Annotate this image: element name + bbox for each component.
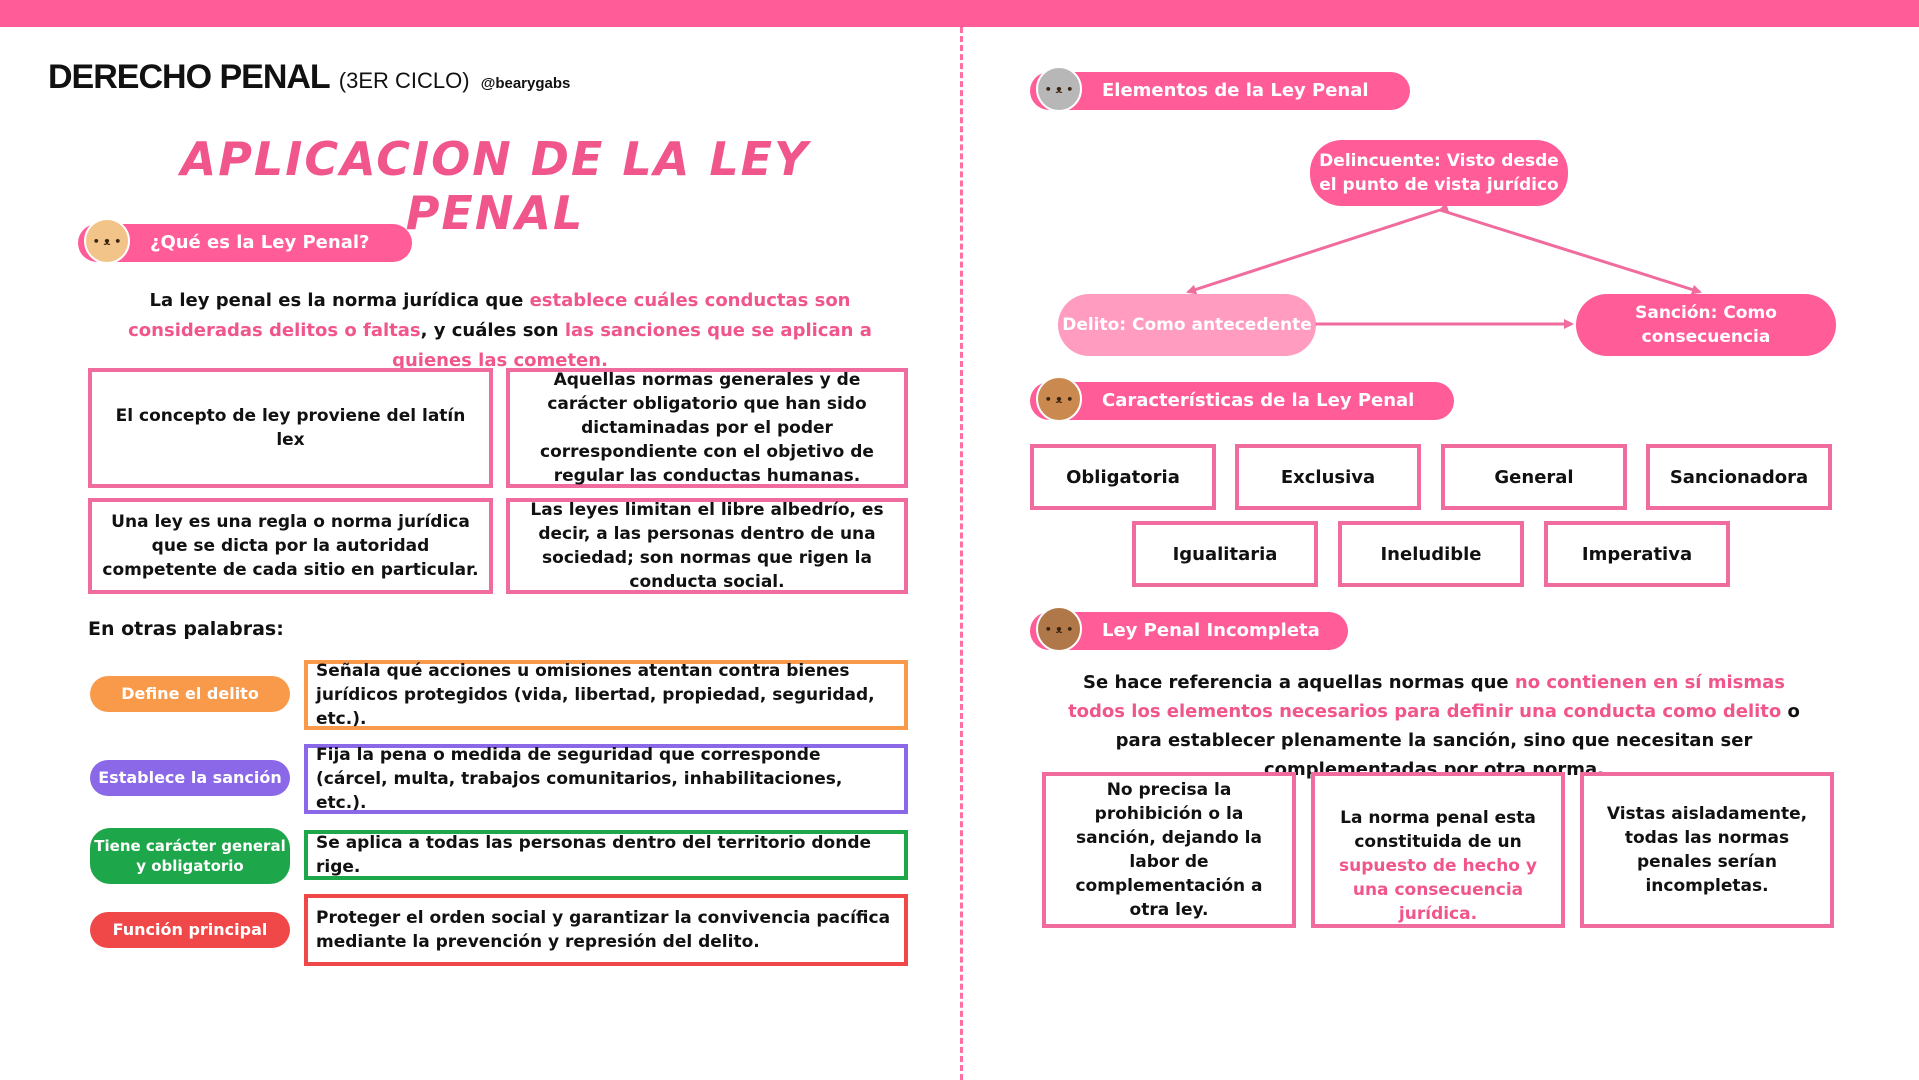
- arrow-top-left: [1186, 202, 1450, 295]
- section-elements: • ᴥ • Elementos de la Ley Penal: [1030, 66, 1410, 112]
- char-obligatoria: Obligatoria: [1030, 444, 1216, 510]
- incomplete-highlight: no contienen en sí mismas todos los elem…: [1068, 672, 1785, 722]
- top-accent-bar: [0, 0, 1919, 27]
- tag-sancion: Establece la sanción: [90, 760, 290, 796]
- section-incomplete: • ᴥ • Ley Penal Incompleta: [1030, 606, 1348, 652]
- bear-mascot-icon: • ᴥ •: [1036, 606, 1082, 652]
- incomplete-text: Se hace referencia a aquellas normas que: [1083, 672, 1515, 693]
- course-cycle: (3ER CICLO): [338, 68, 470, 93]
- node-delincuente: Delincuente: Visto desde el punto de vis…: [1310, 140, 1568, 206]
- incomplete-box-text: La norma penal esta constituida de un: [1340, 808, 1536, 852]
- tag-funcion: Función principal: [90, 912, 290, 948]
- incomplete-box: La norma penal esta constituida de un su…: [1311, 772, 1565, 928]
- incomplete-box-highlight: supuesto de hecho y una consecuencia jur…: [1339, 856, 1537, 924]
- char-exclusiva: Exclusiva: [1235, 444, 1421, 510]
- incomplete-box: No precisa la prohibición o la sanción, …: [1042, 772, 1296, 928]
- intro-highlight: las sanciones que se aplican a quienes l…: [392, 320, 872, 371]
- course-title: DERECHO PENAL: [48, 58, 331, 96]
- section-title: Elementos de la Ley Penal: [1102, 80, 1369, 101]
- incomplete-box: Vistas aisladamente, todas las normas pe…: [1580, 772, 1834, 928]
- section-title: ¿Qué es la Ley Penal?: [150, 232, 370, 253]
- intro-text: La ley penal es la norma jurídica que: [149, 290, 530, 311]
- char-ineludible: Ineludible: [1338, 521, 1524, 587]
- section-title: Características de la Ley Penal: [1102, 390, 1415, 411]
- concept-box: El concepto de ley proviene del latín le…: [88, 368, 493, 488]
- section-title: Ley Penal Incompleta: [1102, 620, 1320, 641]
- incomplete-paragraph: Se hace referencia a aquellas normas que…: [1056, 668, 1812, 784]
- otras-label: En otras palabras:: [88, 618, 284, 640]
- desc-general: Se aplica a todas las personas dentro de…: [304, 830, 908, 880]
- tag-general: Tiene carácter general y obligatorio: [90, 828, 290, 884]
- cat-mascot-icon: • ᴥ •: [1036, 66, 1082, 112]
- author-handle: @bearygabs: [480, 75, 571, 92]
- page-divider: [960, 27, 963, 1080]
- header: DERECHO PENAL (3ER CICLO) @bearygabs: [48, 58, 570, 97]
- bear-mascot-icon: • ᴥ •: [1036, 376, 1082, 422]
- char-general: General: [1441, 444, 1627, 510]
- tag-define: Define el delito: [90, 676, 290, 712]
- concept-box: Las leyes limitan el libre albedrío, es …: [506, 498, 908, 594]
- concept-box: Aquellas normas generales y de carácter …: [506, 368, 908, 488]
- desc-sancion: Fija la pena o medida de seguridad que c…: [304, 744, 908, 814]
- desc-define: Señala qué acciones u omisiones atentan …: [304, 660, 908, 730]
- intro-paragraph: La ley penal es la norma jurídica que es…: [110, 286, 890, 376]
- char-imperativa: Imperativa: [1544, 521, 1730, 587]
- cat-mascot-icon: • ᴥ •: [84, 218, 130, 264]
- concept-box: Una ley es una regla o norma jurídica qu…: [88, 498, 493, 594]
- desc-funcion: Proteger el orden social y garantizar la…: [304, 894, 908, 966]
- intro-highlight: establece cuáles conductas son considera…: [128, 290, 851, 341]
- section-what-is: • ᴥ • ¿Qué es la Ley Penal?: [78, 218, 412, 264]
- char-sancionadora: Sancionadora: [1646, 444, 1832, 510]
- section-characteristics: • ᴥ • Características de la Ley Penal: [1030, 376, 1454, 422]
- intro-text: , y cuáles son: [420, 320, 565, 341]
- node-sancion: Sanción: Como consecuencia: [1576, 294, 1836, 356]
- node-delito: Delito: Como antecedente: [1058, 294, 1316, 356]
- page-title: APLICACION DE LA LEY PENAL: [180, 132, 810, 240]
- arrow-top-right: [1439, 208, 1702, 295]
- char-igualitaria: Igualitaria: [1132, 521, 1318, 587]
